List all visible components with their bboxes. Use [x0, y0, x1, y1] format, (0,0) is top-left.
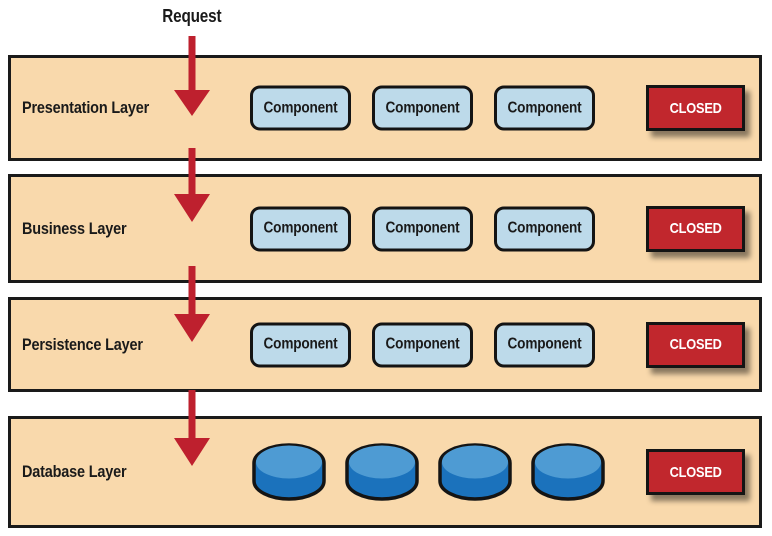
component-box: Component	[494, 322, 595, 367]
layer-business: Business Layer Component Component Compo…	[8, 174, 762, 283]
closed-badge: CLOSED	[646, 205, 745, 252]
layer-persistence: Persistence Layer Component Component Co…	[8, 297, 762, 392]
closed-badge: CLOSED	[646, 449, 745, 495]
component-box: Component	[250, 206, 351, 251]
component-box: Component	[494, 206, 595, 251]
database-cylinder-icon	[531, 443, 605, 501]
database-cylinder-icon	[345, 443, 419, 501]
layer-label: Business Layer	[22, 218, 127, 238]
closed-badge: CLOSED	[646, 85, 745, 131]
component-box: Component	[372, 85, 473, 131]
database-cylinder-icon	[252, 443, 326, 501]
closed-badge: CLOSED	[646, 321, 745, 368]
component-box: Component	[372, 322, 473, 367]
component-box: Component	[250, 85, 351, 131]
layer-database: Database Layer CLOSED	[8, 416, 762, 528]
component-box: Component	[494, 85, 595, 131]
request-label-text: Request	[162, 6, 222, 26]
component-box: Component	[250, 322, 351, 367]
layer-label: Presentation Layer	[22, 98, 150, 117]
layer-label: Persistence Layer	[22, 334, 143, 354]
database-cylinder-icon	[438, 443, 512, 501]
layer-label: Database Layer	[22, 462, 127, 481]
request-label: Request	[130, 6, 254, 27]
component-box: Component	[372, 206, 473, 251]
layer-presentation: Presentation Layer Component Component C…	[8, 55, 762, 161]
